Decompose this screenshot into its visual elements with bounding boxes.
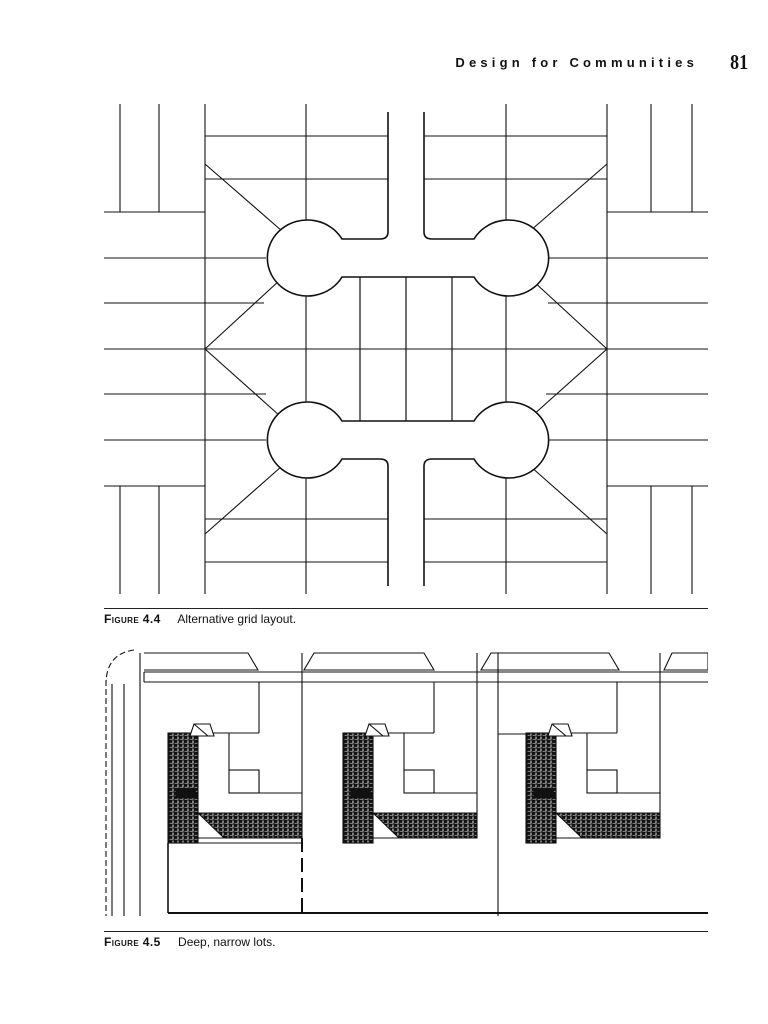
figure-narrow-lots: [104, 648, 708, 918]
figure-label: Figure 4.5: [104, 935, 161, 949]
figure-caption-text: Deep, narrow lots.: [178, 935, 276, 949]
figure-caption-4-5: Figure 4.5 Deep, narrow lots.: [104, 931, 708, 949]
figure-caption-4-4: Figure 4.4 Alternative grid layout.: [104, 608, 708, 626]
running-head: Design for Communities 81: [440, 50, 760, 80]
figure-label: Figure 4.4: [104, 612, 161, 626]
page-number: 81: [730, 50, 748, 74]
figure-caption-text: Alternative grid layout.: [177, 612, 297, 626]
figure-grid-layout: [104, 104, 708, 594]
book-title: Design for Communities: [455, 55, 698, 70]
